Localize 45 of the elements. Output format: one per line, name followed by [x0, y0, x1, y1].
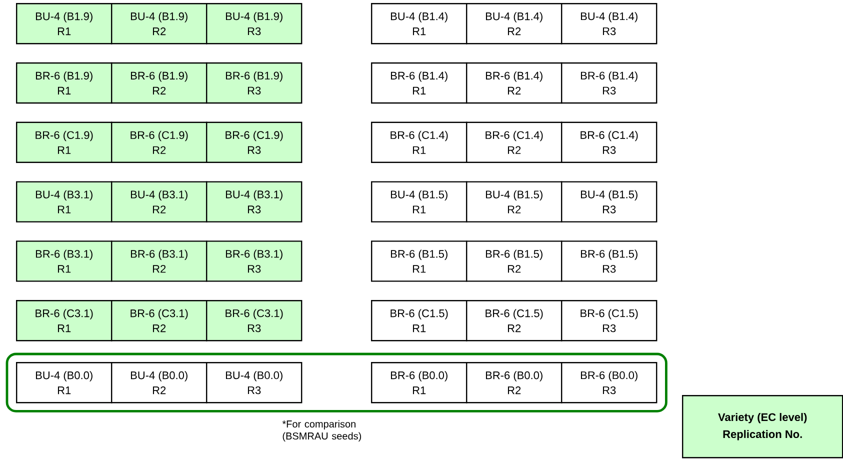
plot-cell: BR-6 (B0.0) R1 [371, 362, 468, 404]
plot-cell: BU-4 (B3.1) R3 [206, 181, 302, 222]
plot-cell: BR-6 (B1.5) R1 [371, 240, 468, 282]
plot-cell: BU-4 (B1.4) R2 [466, 3, 562, 44]
plot-cell: BU-4 (B0.0) R2 [111, 362, 208, 404]
plot-cell: BU-4 (B1.5) R1 [371, 181, 468, 222]
plot-cell: BR-6 (C1.9) R1 [16, 122, 112, 163]
plot-cell: BR-6 (C1.4) R3 [561, 122, 658, 163]
plot-cell: BR-6 (C1.4) R1 [371, 122, 468, 163]
plot-cell: BR-6 (B3.1) R3 [206, 240, 302, 282]
footnote: *For comparison (BSMRAU seeds) [282, 420, 362, 442]
plot-cell: BR-6 (C3.1) R1 [16, 300, 112, 342]
plot-cell: BU-4 (B1.9) R1 [16, 3, 112, 44]
plot-cell: BR-6 (C1.9) R3 [206, 122, 302, 163]
plot-cell: BR-6 (B0.0) R2 [466, 362, 562, 404]
plot-cell: BR-6 (B1.5) R3 [561, 240, 658, 282]
plot-cell: BR-6 (B1.5) R2 [466, 240, 562, 282]
plot-cell: BR-6 (B1.9) R1 [16, 62, 112, 104]
plot-cell: BR-6 (B3.1) R1 [16, 240, 112, 282]
plot-cell: BU-4 (B1.4) R1 [371, 3, 468, 44]
plot-cell: BR-6 (C1.5) R3 [561, 300, 658, 342]
plot-cell: BR-6 (C3.1) R2 [111, 300, 208, 342]
plot-cell: BU-4 (B1.9) R3 [206, 3, 302, 44]
plot-cell: BU-4 (B0.0) R3 [206, 362, 302, 404]
plot-cell: BR-6 (C1.9) R2 [111, 122, 208, 163]
group-frame [6, 352, 668, 412]
plot-cell: BR-6 (B1.4) R1 [371, 62, 468, 104]
plot-cell: BR-6 (B1.4) R2 [466, 62, 562, 104]
plot-cell: BU-4 (B1.5) R2 [466, 181, 562, 222]
plot-cell: BR-6 (C1.4) R2 [466, 122, 562, 163]
plot-cell: BU-4 (B1.9) R2 [111, 3, 208, 44]
plot-cell: BR-6 (B1.4) R3 [561, 62, 658, 104]
plot-cell: BR-6 (C1.5) R2 [466, 300, 562, 342]
plot-cell: BU-4 (B0.0) R1 [16, 362, 112, 404]
plot-cell: BR-6 (C1.5) R1 [371, 300, 468, 342]
plot-cell: BR-6 (B3.1) R2 [111, 240, 208, 282]
plot-cell: BR-6 (B1.9) R2 [111, 62, 208, 104]
plot-cell: BU-4 (B3.1) R2 [111, 181, 208, 222]
plot-cell: BR-6 (B0.0) R3 [561, 362, 658, 404]
plot-cell: BR-6 (B1.9) R3 [206, 62, 302, 104]
plot-cell: BU-4 (B1.4) R3 [561, 3, 658, 44]
key-box: Variety (EC level) Replication No. [682, 395, 843, 458]
plot-cell: BR-6 (C3.1) R3 [206, 300, 302, 342]
plot-cell: BU-4 (B3.1) R1 [16, 181, 112, 222]
plot-cell: BU-4 (B1.5) R3 [561, 181, 658, 222]
